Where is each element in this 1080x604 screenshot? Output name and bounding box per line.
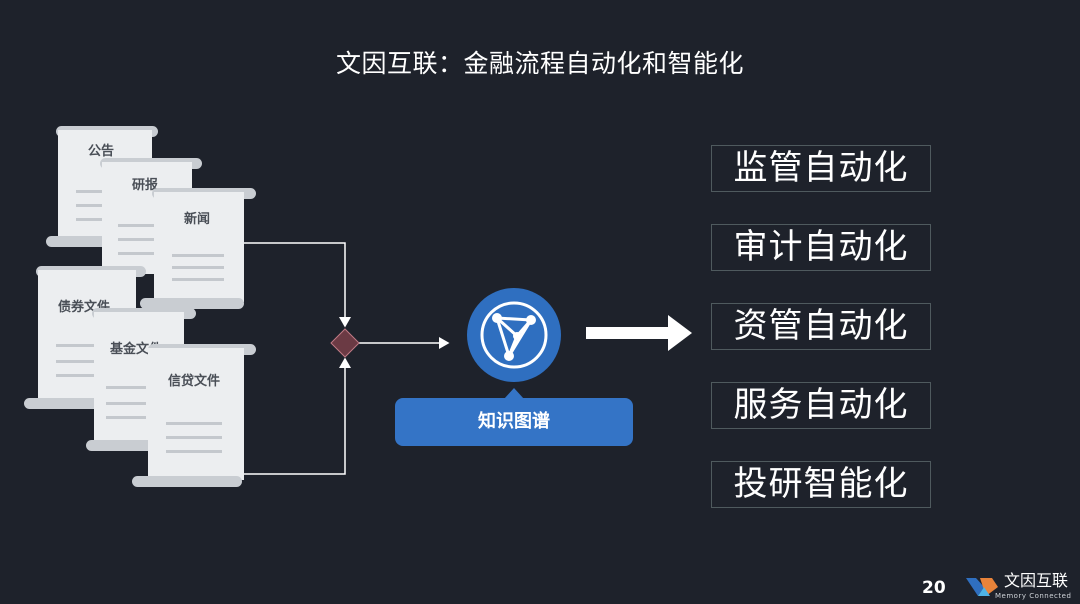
merge-diamond	[330, 328, 360, 358]
output-investment-research-intelligence: 投研智能化	[711, 461, 931, 508]
company-logo-text: 文因互联	[1004, 571, 1069, 590]
document-label: 研报	[132, 178, 159, 193]
output-asset-management-automation: 资管自动化	[711, 303, 931, 350]
document-label: 信贷文件	[168, 374, 221, 389]
output-regulatory-automation: 监管自动化	[711, 145, 931, 192]
output-audit-automation: 审计自动化	[711, 224, 931, 271]
document-label: 新闻	[184, 212, 211, 227]
knowledge-graph-label: 知识图谱	[395, 398, 633, 446]
document-label: 公告	[88, 144, 115, 159]
document-news: 新闻	[140, 188, 256, 312]
right-arrow-icon	[586, 315, 692, 351]
page-number: 20	[922, 578, 946, 598]
company-logo-icon	[966, 578, 998, 596]
company-logo-subtext: Memory Connected	[995, 592, 1072, 600]
document-credit-files: 信贷文件	[132, 344, 258, 490]
knowledge-graph-node	[467, 288, 561, 382]
slide-title: 文因互联：金融流程自动化和智能化	[335, 49, 744, 78]
label-pointer	[504, 388, 524, 399]
network-graph-icon	[480, 301, 548, 369]
output-service-automation: 服务自动化	[711, 382, 931, 429]
